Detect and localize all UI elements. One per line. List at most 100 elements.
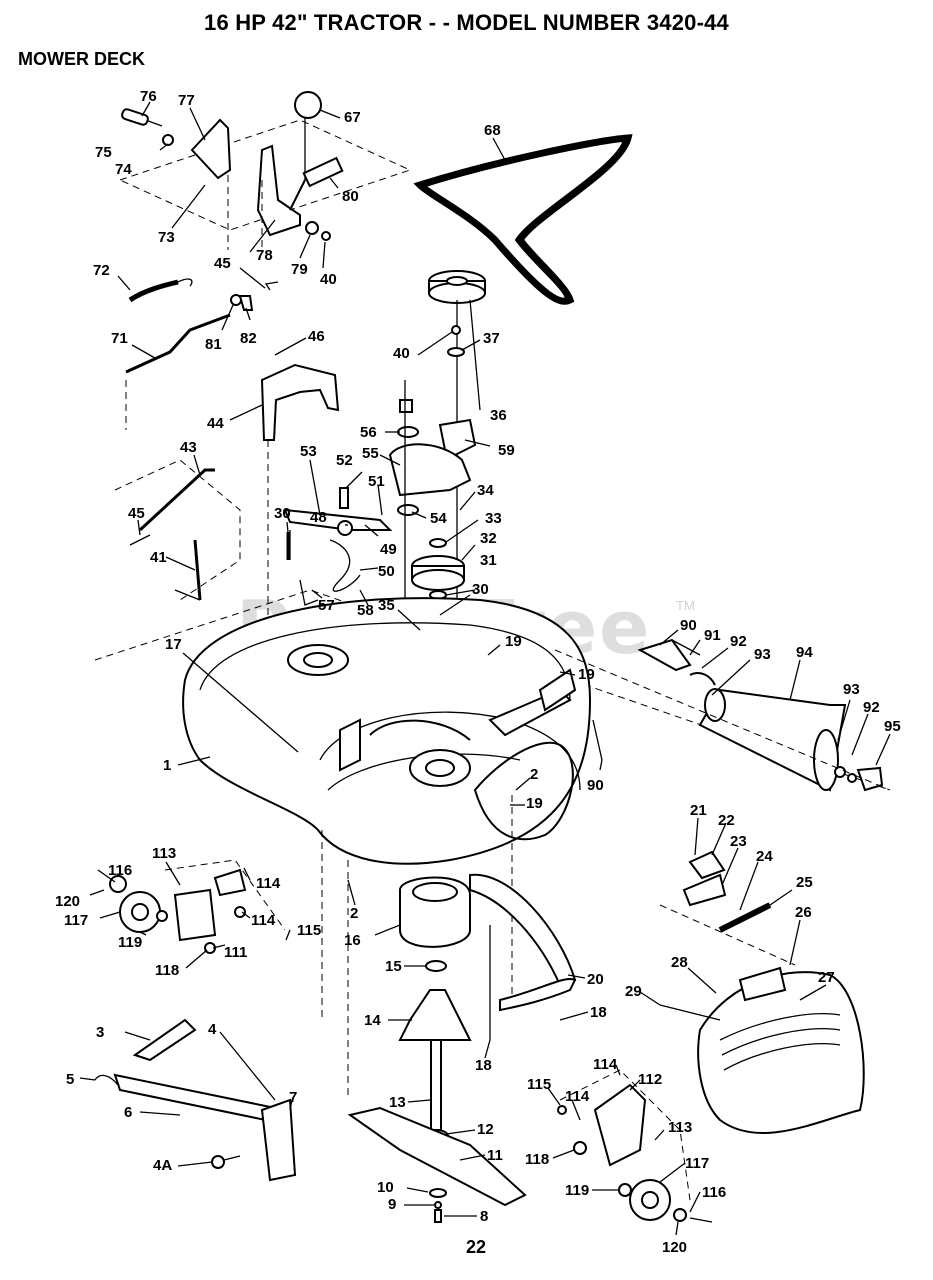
callout-6: 6 (124, 1104, 133, 1121)
callout-21: 21 (690, 802, 707, 819)
callout-44: 44 (207, 415, 224, 432)
diagram-title: 16 HP 42" TRACTOR - - MODEL NUMBER 3420-… (204, 10, 729, 35)
callout-114-right-top: 114 (593, 1056, 618, 1073)
callout-91: 91 (704, 627, 721, 644)
callout-1: 1 (163, 757, 172, 774)
callout-30-right: 30 (472, 581, 489, 598)
callout-115: 115 (297, 922, 322, 939)
callout-120-right: 120 (662, 1239, 688, 1256)
callout-113-right: 113 (668, 1119, 693, 1136)
callout-16: 16 (344, 932, 361, 949)
callout-114-right: 114 (565, 1088, 590, 1105)
callout-8: 8 (480, 1208, 489, 1225)
callout-33: 33 (485, 510, 502, 527)
callout-54: 54 (430, 510, 447, 527)
callout-10: 10 (377, 1179, 394, 1196)
callout-35: 35 (378, 597, 395, 614)
callout-40-upper: 40 (393, 345, 410, 362)
callout-111: 111 (224, 944, 248, 961)
callout-76: 76 (140, 88, 157, 105)
callout-37: 37 (483, 330, 500, 347)
callout-51: 51 (368, 473, 385, 490)
callout-117-right: 117 (685, 1155, 710, 1172)
callout-23: 23 (730, 833, 747, 850)
callout-7: 7 (289, 1089, 298, 1106)
watermark-trademark: TM (676, 598, 695, 613)
callout-59: 59 (498, 442, 515, 459)
callout-90-lower: 90 (587, 777, 604, 794)
callout-41: 41 (150, 549, 167, 566)
callout-115-right: 115 (527, 1076, 552, 1093)
callout-117: 117 (64, 912, 89, 929)
callout-26: 26 (795, 904, 812, 921)
callout-114-lower: 114 (251, 912, 276, 929)
callout-3: 3 (96, 1024, 105, 1041)
callout-81: 81 (205, 336, 222, 353)
callout-24: 24 (756, 848, 773, 865)
callout-46: 46 (308, 328, 325, 345)
callout-71: 71 (111, 330, 128, 347)
callout-116: 116 (108, 862, 133, 879)
callout-56: 56 (360, 424, 377, 441)
callout-15: 15 (385, 958, 402, 975)
callout-19-lower: 19 (526, 795, 543, 812)
callout-19-mid: 19 (578, 666, 595, 683)
callout-92: 92 (730, 633, 747, 650)
callout-20: 20 (587, 971, 604, 988)
page-number: 22 (466, 1237, 487, 1257)
callout-79: 79 (291, 261, 308, 278)
callout-50: 50 (378, 563, 395, 580)
callout-5: 5 (66, 1071, 75, 1088)
callout-25: 25 (796, 874, 813, 891)
callout-90: 90 (680, 617, 697, 634)
callout-2-lower: 2 (350, 905, 359, 922)
callout-73: 73 (158, 229, 175, 246)
callout-67: 67 (344, 109, 361, 126)
callout-4A: 4A (153, 1157, 173, 1174)
callout-118: 118 (155, 962, 180, 979)
callout-72: 72 (93, 262, 110, 279)
callout-31: 31 (480, 552, 497, 569)
callout-112: 112 (638, 1071, 663, 1088)
callout-45-lower: 45 (128, 505, 145, 522)
callout-19: 19 (505, 633, 522, 650)
callout-29: 29 (625, 983, 642, 1000)
callout-45: 45 (214, 255, 231, 272)
callout-49: 49 (380, 541, 397, 558)
callout-43: 43 (180, 439, 197, 456)
callout-95: 95 (884, 718, 901, 735)
callout-55: 55 (362, 445, 379, 462)
callout-82: 82 (240, 330, 257, 347)
callout-2: 2 (530, 766, 539, 783)
callout-78: 78 (256, 247, 273, 264)
callout-93-right: 93 (843, 681, 860, 698)
callout-9: 9 (388, 1196, 397, 1213)
callout-94: 94 (796, 644, 813, 661)
callout-11: 11 (487, 1147, 503, 1164)
callout-52: 52 (336, 452, 353, 469)
callout-58: 58 (357, 602, 374, 619)
callout-12: 12 (477, 1121, 494, 1138)
callout-22: 22 (718, 812, 735, 829)
callout-40: 40 (320, 271, 337, 288)
callout-93: 93 (754, 646, 771, 663)
callout-13: 13 (389, 1094, 406, 1111)
callout-34: 34 (477, 482, 494, 499)
callout-120: 120 (55, 893, 81, 910)
section-title: MOWER DECK (18, 49, 145, 69)
callout-119-right: 119 (565, 1182, 590, 1199)
callout-118-right: 118 (525, 1151, 550, 1168)
callout-28: 28 (671, 954, 688, 971)
callout-80: 80 (342, 188, 359, 205)
callout-77: 77 (178, 92, 195, 109)
callout-4: 4 (208, 1021, 217, 1038)
callout-30: 30 (274, 505, 291, 522)
callout-116-right: 116 (702, 1184, 727, 1201)
callout-57: 57 (318, 597, 335, 614)
callout-74: 74 (115, 161, 132, 178)
callout-53: 53 (300, 443, 317, 460)
callout-48: 48 (310, 509, 327, 526)
callout-18-lower: 18 (475, 1057, 492, 1074)
callout-113: 113 (152, 845, 177, 862)
